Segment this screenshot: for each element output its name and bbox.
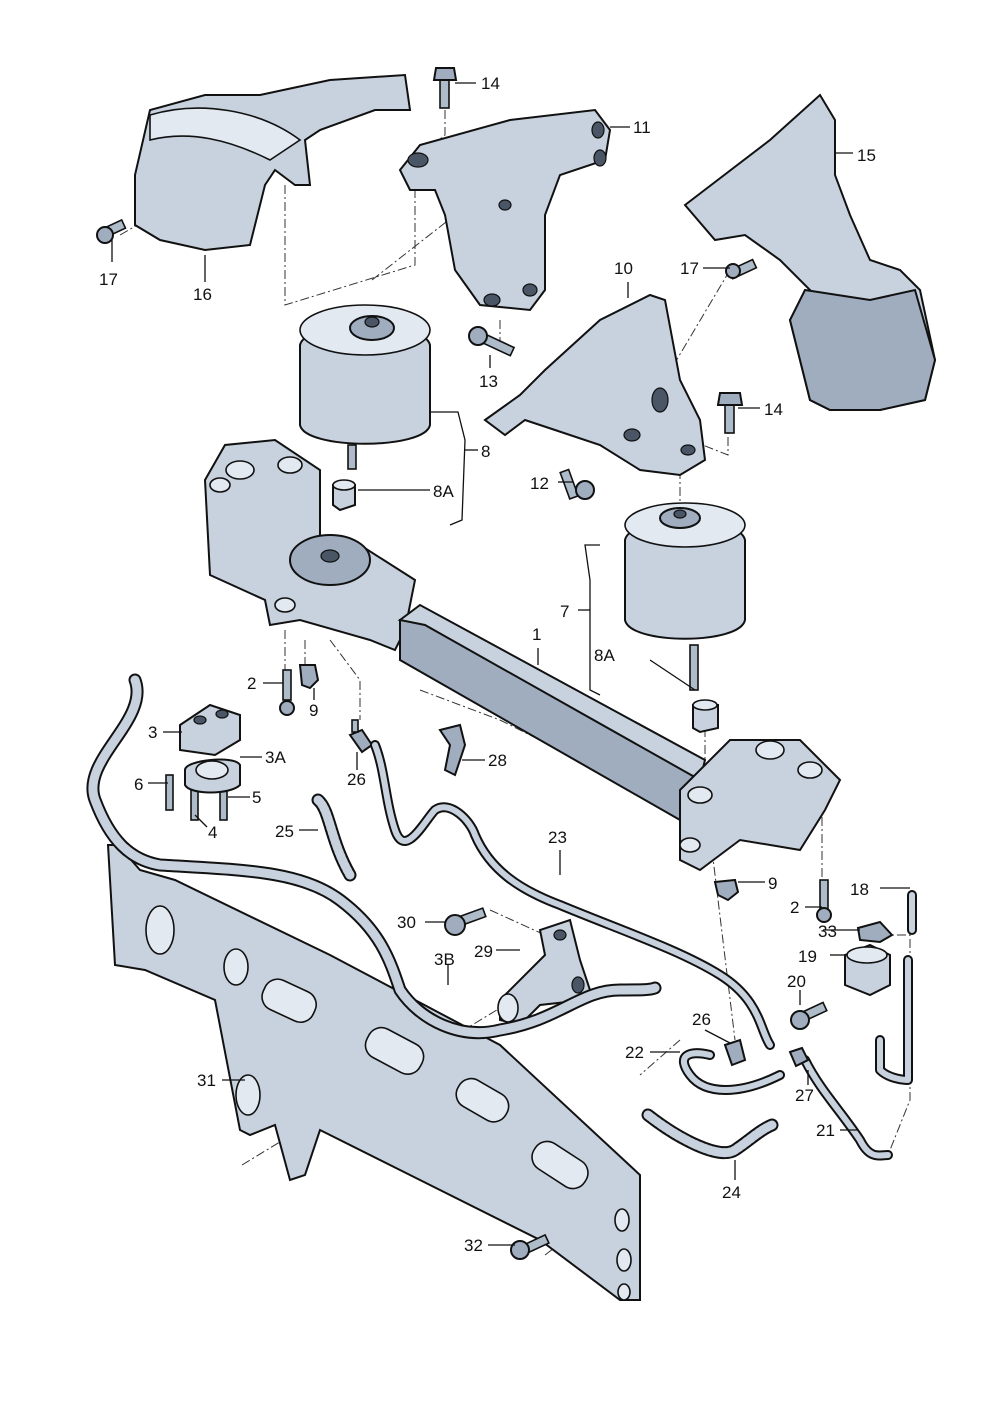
- part-27-connector: [788, 1046, 810, 1068]
- part-31-subframe-plate: [106, 844, 641, 1301]
- label-2-right: 2: [790, 898, 799, 917]
- label-3: 3: [148, 723, 157, 742]
- label-20: 20: [787, 972, 806, 991]
- label-32: 32: [464, 1236, 483, 1255]
- label-2-left: 2: [247, 674, 256, 693]
- part-11-bracket: [398, 108, 612, 312]
- part-7-engine-mount-right: [624, 502, 746, 691]
- callout-labels: 14 11 15 17 16 17 10 13 14 12 8 8A 1 7 8…: [99, 74, 876, 1255]
- label-17-left: 17: [99, 270, 118, 289]
- part-29-bracket: [497, 918, 592, 1027]
- label-18: 18: [850, 880, 869, 899]
- label-26-bottom: 26: [692, 1010, 711, 1029]
- label-30: 30: [397, 913, 416, 932]
- label-4: 4: [208, 823, 217, 842]
- label-13: 13: [479, 372, 498, 391]
- label-10: 10: [614, 259, 633, 278]
- label-25: 25: [275, 822, 294, 841]
- label-3b: 3B: [434, 950, 455, 969]
- label-15: 15: [857, 146, 876, 165]
- part-8-engine-mount-left: [299, 304, 431, 470]
- label-23: 23: [548, 828, 567, 847]
- label-5: 5: [252, 788, 261, 807]
- label-28: 28: [488, 751, 507, 770]
- part-1-crossmember: [203, 438, 842, 872]
- label-1: 1: [532, 625, 541, 644]
- label-8: 8: [481, 442, 490, 461]
- part-19-valve: [844, 943, 891, 997]
- label-14-top: 14: [481, 74, 500, 93]
- label-16: 16: [193, 285, 212, 304]
- part-3a-bush: [184, 758, 241, 794]
- label-27: 27: [795, 1086, 814, 1105]
- label-26-top: 26: [347, 770, 366, 789]
- label-19: 19: [798, 947, 817, 966]
- part-8a-sleeve-mid: [692, 699, 719, 734]
- label-8a-mid: 8A: [594, 646, 615, 665]
- leader-lines: [111, 82, 910, 1246]
- part-3-clamp: [179, 703, 241, 757]
- label-12: 12: [530, 474, 549, 493]
- part-15-heat-shield-right: [683, 93, 937, 411]
- label-14-right: 14: [764, 400, 783, 419]
- part-16-heat-shield-left: [134, 73, 412, 252]
- hoses: [86, 673, 917, 1161]
- label-11: 11: [633, 118, 651, 137]
- label-29: 29: [474, 942, 493, 961]
- label-22: 22: [625, 1043, 644, 1062]
- label-9-right: 9: [768, 874, 777, 893]
- part-33-holder: [856, 920, 894, 944]
- label-9-left: 9: [309, 701, 318, 720]
- label-17-right: 17: [680, 259, 699, 278]
- label-7: 7: [560, 602, 569, 621]
- part-8a-sleeve-top: [332, 479, 356, 512]
- label-33: 33: [818, 922, 837, 941]
- label-6: 6: [134, 775, 143, 794]
- label-21: 21: [816, 1121, 835, 1140]
- label-3a: 3A: [265, 748, 286, 767]
- label-8a-top: 8A: [433, 482, 454, 501]
- label-31: 31: [197, 1071, 216, 1090]
- bolts-and-fasteners: [96, 67, 832, 1260]
- part-10-bracket: [483, 293, 707, 477]
- label-24: 24: [722, 1183, 741, 1202]
